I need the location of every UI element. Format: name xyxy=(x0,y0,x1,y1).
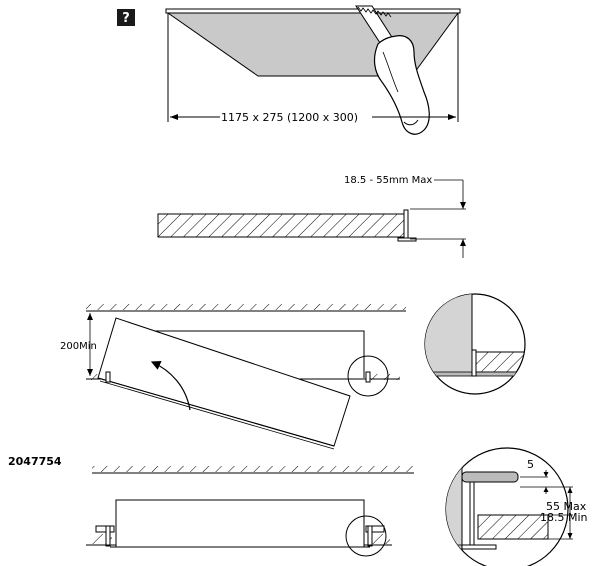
tile-thickness-section: 18.5 - 55mm Max xyxy=(157,175,466,258)
detail-callout-circle-2 xyxy=(345,515,387,557)
detail-dimensions: 5 55 Max 18.5 Min xyxy=(520,458,588,540)
detail-callout-circle xyxy=(347,355,389,397)
cut-panel-section: 1175 x 275 (1200 x 300) xyxy=(165,5,461,135)
max-depth-label: 55 Max xyxy=(546,500,587,513)
product-code: 2047754 xyxy=(8,455,62,468)
tilted-panel xyxy=(97,317,351,450)
help-badge-text: ? xyxy=(122,11,130,26)
ceiling-tile xyxy=(157,213,407,238)
panel-top-bar xyxy=(165,8,461,14)
detail-view-1 xyxy=(424,293,526,395)
min-depth-label: 18.5 Min xyxy=(540,511,588,524)
tile-thickness-label: 18.5 - 55mm Max xyxy=(344,175,432,186)
help-badge[interactable]: ? xyxy=(117,9,135,26)
insertion-section: 200Min xyxy=(60,304,406,450)
lip-label: 5 xyxy=(527,458,534,471)
clearance-label: 200Min xyxy=(60,341,97,352)
fitted-section xyxy=(86,466,414,557)
saw-icon xyxy=(355,5,430,135)
rotate-arrow-icon xyxy=(150,361,191,411)
t-bar-profile xyxy=(403,209,409,241)
panel-dimension-label: 1175 x 275 (1200 x 300) xyxy=(221,111,358,124)
fitted-panel xyxy=(115,499,365,548)
